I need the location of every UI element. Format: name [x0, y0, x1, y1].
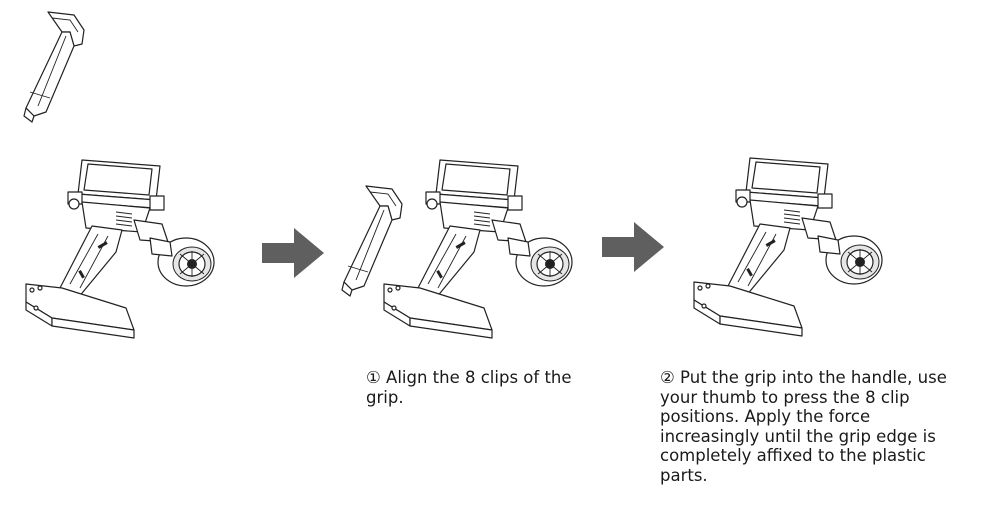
transmitter-figure-3	[693, 157, 883, 337]
step-2-caption: ② Put the grip into the handle, use your…	[660, 368, 947, 485]
right-arrow-icon	[602, 222, 664, 272]
transmitter-figure-1	[25, 159, 215, 339]
right-arrow-icon	[262, 228, 324, 278]
transmitter-figure-2	[383, 159, 573, 339]
step-1-caption: ① Align the 8 clips of the grip.	[366, 368, 572, 407]
grip-part-figure	[23, 11, 85, 123]
